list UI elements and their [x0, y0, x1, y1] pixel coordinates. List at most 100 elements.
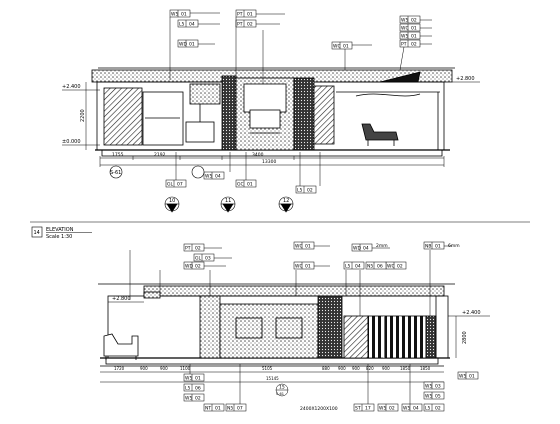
- bottom-dimension-line: 1720 900 900 1100 5105 880 900 900 820 9…: [100, 366, 444, 383]
- svg-text:01: 01: [411, 26, 417, 32]
- dim: 900: [352, 366, 360, 371]
- svg-text:01: 01: [305, 244, 311, 250]
- dim-3: 3400: [252, 152, 264, 158]
- note-2mm: 2mm: [376, 243, 388, 249]
- svg-text:L5: L5: [179, 22, 185, 28]
- tag: ST 17: [353, 403, 375, 412]
- elevation-title: 14 ELEVATION Scale 1:30: [31, 226, 92, 240]
- svg-text:01: 01: [343, 44, 349, 50]
- svg-text:W5: W5: [425, 394, 432, 400]
- note-6mm: 6mm: [448, 243, 460, 249]
- svg-text:PT: PT: [185, 246, 191, 252]
- elevation-title-text: ELEVATION: [46, 227, 74, 233]
- dim-1: 1755: [112, 152, 124, 158]
- svg-text:04: 04: [215, 174, 221, 180]
- svg-text:02: 02: [435, 406, 441, 412]
- svg-text:02: 02: [411, 42, 417, 48]
- svg-text:05: 05: [435, 394, 441, 400]
- elevation-scale: Scale 1:30: [46, 234, 72, 240]
- svg-text:01: 01: [247, 12, 253, 18]
- svg-text:02: 02: [247, 22, 253, 28]
- dim: 900: [140, 366, 148, 371]
- svg-text:W5: W5: [403, 406, 410, 412]
- svg-text:01: 01: [181, 12, 187, 18]
- dim-2: 2192: [154, 152, 166, 158]
- svg-text:17: 17: [365, 406, 371, 412]
- svg-text:GL: GL: [195, 256, 201, 262]
- svg-text:S-61: S-61: [110, 170, 121, 176]
- svg-text:01: 01: [189, 42, 195, 48]
- dim: 1720: [114, 366, 125, 371]
- height-mark: 2800: [462, 331, 468, 344]
- svg-text:L5: L5: [185, 386, 191, 392]
- svg-text:01: 01: [435, 244, 441, 250]
- svg-text:WC: WC: [401, 26, 409, 32]
- svg-text:03: 03: [435, 384, 441, 390]
- dim: 900: [160, 366, 168, 371]
- svg-text:01: 01: [215, 406, 221, 412]
- tag: PT 02: [399, 39, 421, 48]
- svg-text:W5: W5: [425, 384, 432, 390]
- svg-text:04: 04: [363, 246, 369, 252]
- dim-total: 15145: [266, 376, 279, 381]
- level-upper: +2.400: [62, 84, 81, 90]
- svg-text:WC: WC: [295, 264, 303, 270]
- dim: 1850: [420, 366, 431, 371]
- section-marker: 12: [278, 196, 294, 213]
- elevation-index: 14: [34, 230, 40, 236]
- svg-text:WC: WC: [333, 44, 341, 50]
- svg-text:W5: W5: [205, 174, 212, 180]
- svg-text:L5: L5: [345, 264, 351, 270]
- bottom-elevation: [98, 283, 455, 367]
- sheet-marker: S-61: [109, 165, 205, 179]
- section-marker: 11: [220, 196, 236, 213]
- svg-text:02: 02: [411, 18, 417, 24]
- svg-text:WD: WD: [185, 264, 193, 270]
- section-marker: 15S-61: [275, 383, 289, 397]
- level-upper-right: +2.800: [456, 76, 475, 82]
- svg-text:02: 02: [307, 188, 313, 194]
- svg-text:L5: L5: [297, 188, 303, 194]
- svg-text:03: 03: [205, 256, 211, 262]
- svg-text:W5: W5: [171, 12, 178, 18]
- level-right: +2.400: [462, 310, 481, 316]
- svg-text:S-61: S-61: [276, 392, 284, 396]
- svg-text:02: 02: [195, 396, 201, 402]
- svg-text:N5: N5: [227, 406, 233, 412]
- svg-text:04: 04: [355, 264, 361, 270]
- tag: NT 01: [203, 403, 225, 412]
- svg-text:06: 06: [377, 264, 383, 270]
- bottom-note: 2400X1200X100: [300, 406, 338, 412]
- svg-text:ST: ST: [355, 406, 361, 412]
- svg-text:WD: WD: [179, 42, 187, 48]
- dim: 1850: [400, 366, 411, 371]
- height-mark: 2200: [80, 109, 86, 122]
- svg-text:PT: PT: [237, 12, 243, 18]
- svg-text:PT: PT: [401, 42, 407, 48]
- svg-text:NT: NT: [205, 406, 211, 412]
- tv-screen: [249, 109, 281, 129]
- svg-text:12: 12: [283, 198, 289, 204]
